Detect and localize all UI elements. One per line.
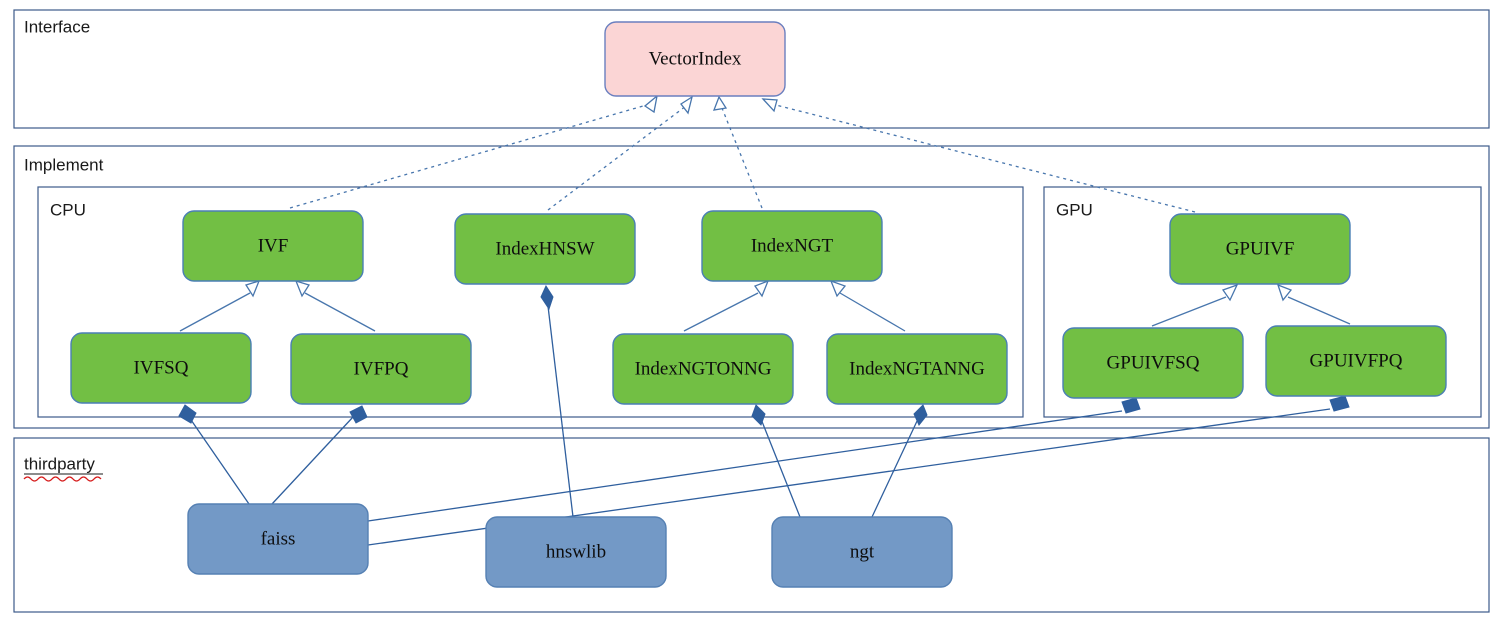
edge-ivf-to-vectorindex [289, 94, 658, 209]
node-ivf[interactable]: IVF [182, 210, 364, 282]
node-gpuivfpq-box[interactable] [1265, 325, 1447, 397]
aggregation-diamond-icon [540, 284, 554, 311]
node-gpuivfsq[interactable]: GPUIVFSQ [1062, 327, 1244, 399]
node-indexhnsw-label: IndexHNSW [495, 238, 594, 259]
node-indexngtonng-box[interactable] [612, 333, 794, 405]
node-indexhnsw[interactable]: IndexHNSW [454, 213, 636, 285]
generalization-arrowhead-icon [1276, 283, 1293, 302]
group-implement-rect [13, 145, 1490, 429]
node-gpuivfpq-label: GPUIVFPQ [1310, 350, 1403, 371]
edge-faiss-to-ivfsq [178, 404, 250, 505]
generalization-arrowhead-icon [294, 279, 311, 298]
node-ivf-label: IVF [258, 235, 289, 256]
node-indexngt-box[interactable] [701, 210, 883, 282]
aggregation-diamond-icon [913, 404, 928, 426]
edge-gpuivfsq-to-gpuivf [1151, 283, 1239, 327]
group-cpu-rect [37, 186, 1024, 418]
node-gpuivf-box[interactable] [1169, 213, 1351, 285]
realization-arrowhead-icon [680, 95, 694, 115]
node-ivfpq[interactable]: IVFPQ [290, 333, 472, 405]
group-cpu: CPU [37, 186, 1024, 418]
group-interface-label: Interface [24, 17, 90, 36]
aggregation-diamond-icon [1121, 397, 1141, 414]
node-indexngtanng[interactable]: IndexNGTANNG [826, 333, 1008, 405]
node-vectorindex-label: VectorIndex [649, 48, 742, 69]
generalization-arrowhead-icon [829, 279, 847, 298]
group-interface-rect [13, 9, 1490, 129]
node-hnswlib[interactable]: hnswlib [485, 516, 667, 588]
node-ivfsq-label: IVFSQ [134, 357, 189, 378]
group-thirdparty-label: thirdparty [24, 454, 95, 473]
edge-faiss-to-gpuivfsq [367, 397, 1141, 522]
realization-arrowhead-icon [761, 98, 778, 113]
generalization-arrowhead-icon [244, 279, 261, 298]
edge-gpuivfpq-to-gpuivf [1276, 283, 1351, 325]
node-faiss-label: faiss [261, 528, 296, 549]
group-cpu-label: CPU [50, 200, 86, 219]
node-indexngtanng-label: IndexNGTANNG [849, 358, 985, 379]
edge-indexhnsw-to-vectorindex [547, 95, 694, 211]
node-faiss[interactable]: faiss [187, 503, 369, 575]
node-gpuivfsq-label: GPUIVFSQ [1107, 352, 1200, 373]
node-hnswlib-label: hnswlib [546, 541, 606, 562]
group-implement-label: Implement [24, 155, 104, 174]
group-thirdparty-rect [13, 437, 1490, 613]
generalization-arrowhead-icon [1221, 283, 1239, 302]
thirdparty-spellcheck-squiggle [23, 476, 102, 482]
edge-ngt-to-indexngtanng [871, 404, 928, 518]
edge-indexngt-to-vectorindex [712, 95, 763, 209]
group-interface: Interface [13, 9, 1490, 129]
node-gpuivf[interactable]: GPUIVF [1169, 213, 1351, 285]
aggregation-diamond-icon [751, 404, 766, 426]
group-thirdparty: thirdparty [13, 437, 1490, 613]
edge-ivfpq-to-ivf [294, 279, 376, 332]
node-indexngtonng[interactable]: IndexNGTONNG [612, 333, 794, 405]
node-ivfsq[interactable]: IVFSQ [70, 332, 252, 404]
node-indexhnsw-box[interactable] [454, 213, 636, 285]
node-ivfsq-box[interactable] [70, 332, 252, 404]
realization-arrowhead-icon [643, 94, 658, 114]
node-ivfpq-box[interactable] [290, 333, 472, 405]
node-indexngtanng-box[interactable] [826, 333, 1008, 405]
node-indexngt-label: IndexNGT [751, 235, 834, 256]
node-ngt-label: ngt [850, 541, 875, 562]
edge-ivfsq-to-ivf [179, 279, 261, 332]
group-implement: Implement [13, 145, 1490, 429]
realization-arrowhead-icon [712, 95, 728, 111]
group-gpu: GPU [1043, 186, 1482, 418]
node-gpuivf-label: GPUIVF [1226, 238, 1295, 259]
aggregation-diamond-icon [1329, 395, 1350, 412]
group-gpu-label: GPU [1056, 200, 1093, 219]
node-hnswlib-box[interactable] [485, 516, 667, 588]
aggregation-diamond-icon [349, 405, 368, 424]
edge-faiss-to-ivfpq [271, 405, 368, 505]
group-gpu-rect [1043, 186, 1482, 418]
node-vectorindex-box[interactable] [604, 21, 786, 97]
edge-gpuivf-to-vectorindex [761, 98, 1196, 213]
node-vectorindex[interactable]: VectorIndex [604, 21, 786, 97]
node-faiss-box[interactable] [187, 503, 369, 575]
node-indexngt[interactable]: IndexNGT [701, 210, 883, 282]
edge-indexngtanng-to-indexngt [829, 279, 906, 332]
node-ngt-box[interactable] [771, 516, 953, 588]
edge-indexngtonng-to-indexngt [683, 279, 770, 332]
aggregation-diamond-icon [178, 404, 197, 424]
edge-hnswlib-to-indexhnsw [540, 284, 574, 518]
generalization-arrowhead-icon [753, 279, 770, 298]
node-ivf-box[interactable] [182, 210, 364, 282]
node-ngt[interactable]: ngt [771, 516, 953, 588]
node-ivfpq-label: IVFPQ [354, 358, 409, 379]
node-gpuivfpq[interactable]: GPUIVFPQ [1265, 325, 1447, 397]
node-gpuivfsq-box[interactable] [1062, 327, 1244, 399]
node-indexngtonng-label: IndexNGTONNG [635, 358, 772, 379]
edge-ngt-to-indexngtonng [751, 404, 801, 518]
